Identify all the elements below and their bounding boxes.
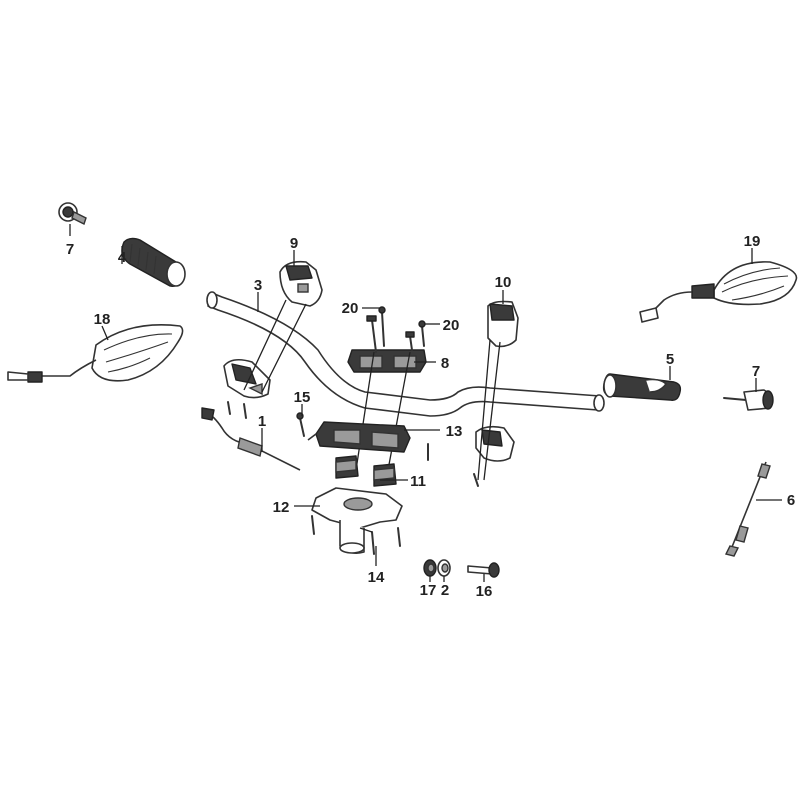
cable-part <box>201 407 301 471</box>
bolt-16-part <box>467 562 500 578</box>
bolt-20-mid-part <box>378 306 386 347</box>
right-switch-screw <box>473 473 479 487</box>
callout-16: 16 <box>476 583 493 600</box>
left-mirror-part <box>7 324 184 383</box>
bolt-20-right-b-part <box>418 320 426 347</box>
callout-9: 9 <box>290 235 298 252</box>
callout-10: 10 <box>495 274 512 291</box>
bracket-dash-line <box>359 527 373 533</box>
callout-18: 18 <box>94 311 111 328</box>
right-grip-part <box>602 373 682 402</box>
left-switch-screw-b <box>243 403 247 419</box>
damper-right-part <box>373 463 397 487</box>
callout-7a: 7 <box>66 241 74 258</box>
upper-holder-part <box>347 349 427 373</box>
callout-20b: 20 <box>443 317 460 334</box>
right-switch-assembly-line-a <box>477 339 491 481</box>
callout-1: 1 <box>258 413 266 430</box>
callout-12: 12 <box>273 499 290 516</box>
leader-18 <box>101 325 109 341</box>
screw-15-part <box>296 412 305 437</box>
damper-left-part <box>335 455 359 479</box>
bolt-20-right-a-part <box>405 331 415 351</box>
left-switch-upper-part <box>279 260 323 307</box>
bracket-screw-a <box>311 515 315 535</box>
holder-long-bolt-a <box>355 351 375 471</box>
callout-8: 8 <box>441 355 449 372</box>
right-mirror-part <box>639 261 798 323</box>
left-switch-assembly-line-a <box>243 299 287 391</box>
callout-2: 2 <box>441 582 449 599</box>
callout-14: 14 <box>368 569 385 586</box>
bolt-20-left-part <box>366 315 377 353</box>
callout-5: 5 <box>666 351 674 368</box>
handlebar-part <box>206 291 605 417</box>
cable-6-part <box>724 461 771 557</box>
bar-end-weight-left-part <box>58 202 87 225</box>
callout-20a: 20 <box>342 300 359 317</box>
right-switch-upper-part <box>487 300 519 348</box>
left-grip-part <box>121 237 186 288</box>
callout-3: 3 <box>254 277 262 294</box>
right-switch-assembly-line-b <box>483 341 501 481</box>
washer-17-part <box>423 559 437 577</box>
right-switch-lower-part <box>475 425 515 462</box>
left-switch-lower-part <box>223 358 271 399</box>
left-switch-assembly-line-b <box>261 303 307 393</box>
bracket-screw-c <box>371 531 375 555</box>
washer-2-part <box>437 559 451 577</box>
mounting-bracket-part <box>311 487 403 554</box>
callout-19: 19 <box>744 233 761 250</box>
callout-17: 17 <box>420 582 437 599</box>
lower-holder-part <box>307 421 411 453</box>
callout-7b: 7 <box>752 363 760 380</box>
bar-end-weight-right-part <box>723 389 774 411</box>
left-switch-screw-a <box>227 401 231 415</box>
bracket-screw-b <box>397 527 401 547</box>
callout-6: 6 <box>787 492 795 509</box>
callout-15: 15 <box>294 389 311 406</box>
callout-4: 4 <box>118 249 127 266</box>
callout-11: 11 <box>410 473 426 490</box>
callout-13: 13 <box>446 423 463 440</box>
